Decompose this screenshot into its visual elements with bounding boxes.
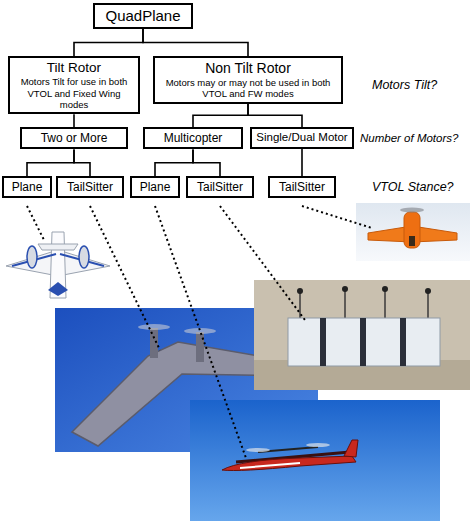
stance-box: TailSitter [186, 176, 254, 198]
category-box: QuadPlane [93, 3, 193, 29]
motor [425, 288, 431, 294]
node-title: TailSitter [274, 180, 330, 194]
leader-line [155, 206, 246, 458]
node-title: Multicopter [149, 131, 237, 145]
axis-question: Motors Tilt? [372, 78, 437, 92]
plane-tail [344, 440, 358, 457]
plane-canard [38, 244, 78, 250]
motor [342, 286, 348, 292]
motor-pole [299, 292, 301, 318]
node-description: Motors may or may not be used in both VT… [159, 77, 337, 100]
node-title: TailSitter [192, 180, 248, 194]
motor-pole [384, 290, 386, 318]
stance-box: TailSitter [268, 176, 336, 198]
wing-strip [360, 318, 366, 366]
leader-line [90, 206, 160, 350]
tree-connector [74, 29, 143, 56]
category-box: Single/Dual Motor [250, 127, 354, 149]
wing-strip [320, 318, 326, 366]
white-plane-photo [6, 232, 110, 298]
motor-pod [196, 332, 204, 362]
motor-pole [344, 290, 346, 318]
node-title: Tilt Rotor [14, 60, 134, 76]
tree-connector [73, 114, 75, 127]
tree-connector [248, 104, 302, 127]
axis-question: Number of Motors? [360, 132, 458, 144]
photo-ground [254, 280, 470, 390]
category-box: Tilt RotorMotors Tilt for use in both VT… [8, 56, 140, 114]
propeller [246, 448, 270, 452]
photo-ground [190, 400, 440, 521]
box-wing [288, 318, 440, 366]
tree-connector [74, 149, 90, 176]
tree-connector [193, 104, 248, 127]
node-title: QuadPlane [99, 7, 187, 25]
red-plane-photo [190, 400, 440, 521]
plane-fuselage [222, 456, 356, 471]
category-box: Non Tilt RotorMotors may or may not be u… [153, 56, 343, 104]
wing-strip [400, 318, 406, 366]
stance-box: Plane [130, 176, 180, 198]
leader-line [220, 206, 305, 320]
plane-stripe [240, 463, 300, 468]
tree-connector [301, 149, 303, 176]
stance-box: Plane [2, 176, 52, 198]
motor-pod [79, 246, 89, 268]
tree-connector [155, 149, 193, 176]
propeller [138, 324, 170, 330]
node-title: Non Tilt Rotor [159, 60, 337, 77]
node-title: TailSitter [62, 180, 118, 194]
motor [382, 286, 388, 292]
node-title: Plane [136, 180, 174, 194]
propeller [400, 208, 424, 213]
stance-box: TailSitter [56, 176, 124, 198]
tree-connector [193, 149, 220, 176]
pod-detail [409, 236, 415, 246]
tree-connector [143, 29, 248, 56]
category-box: Multicopter [143, 127, 243, 149]
propeller [306, 443, 330, 447]
leader-lines [27, 206, 372, 458]
motor-pole [427, 292, 429, 318]
photo-ground [356, 203, 470, 261]
motor [297, 288, 303, 294]
axis-question: VTOL Stance? [372, 180, 454, 194]
motor-pod [27, 246, 37, 268]
box-wing-photo [254, 280, 470, 390]
node-title: Plane [8, 180, 46, 194]
node-description: Motors Tilt for use in both VTOL and Fix… [14, 76, 134, 110]
tree-connector [27, 149, 74, 176]
category-box: Two or More [20, 127, 128, 149]
orange-pod [404, 212, 420, 248]
leader-line [302, 206, 372, 228]
orange-tailsitter-photo [356, 203, 470, 261]
node-title: Single/Dual Motor [256, 131, 348, 145]
leader-line [27, 206, 44, 240]
plane-tail [48, 282, 68, 296]
node-title: Two or More [26, 131, 122, 145]
